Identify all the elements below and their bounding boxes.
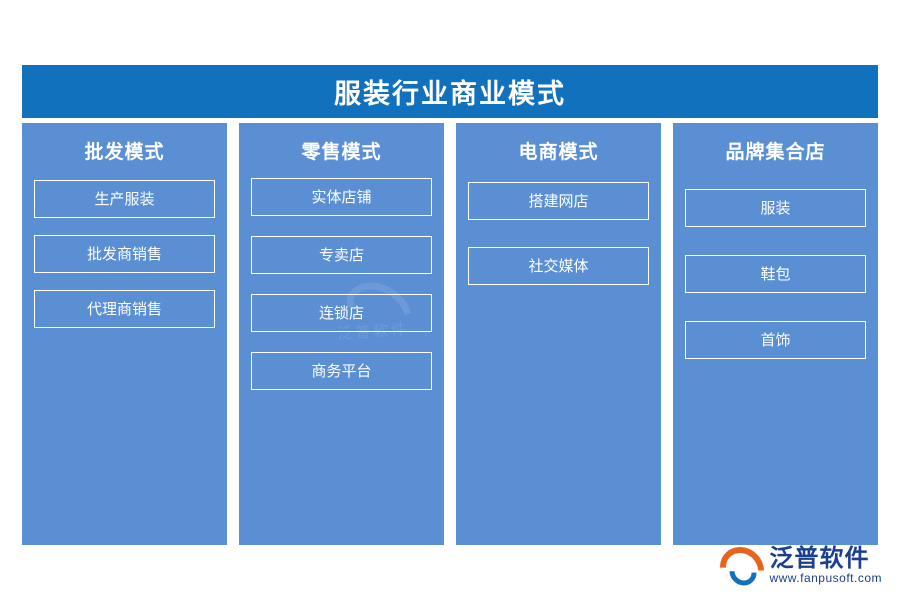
diagram-columns: 批发模式 生产服装 批发商销售 代理商销售 零售模式 实体店铺 专卖店 连锁店 … [22,123,878,545]
column-item: 搭建网店 [468,182,649,220]
column-title: 批发模式 [84,142,165,163]
column-item: 社交媒体 [468,247,649,285]
column-item: 代理商销售 [34,290,215,328]
logo-text-block: 泛普软件 www.fanpusoft.com [769,546,882,586]
column-title: 零售模式 [301,142,382,163]
logo-url: www.fanpusoft.com [769,571,882,586]
page-title: 服装行业商业模式 [334,79,566,109]
column-title: 电商模式 [518,142,599,163]
column-item: 专卖店 [251,236,432,274]
column-item: 连锁店 [251,294,432,332]
column-item: 鞋包 [685,255,866,293]
diagram-title-bar: 服装行业商业模式 [22,65,878,118]
brand-logo: 泛普软件 www.fanpusoft.com [711,537,882,600]
column-item: 首饰 [685,321,866,359]
column-item: 生产服装 [34,180,215,218]
column-item: 服装 [685,189,866,227]
column-item: 商务平台 [251,352,432,390]
column-wholesale: 批发模式 生产服装 批发商销售 代理商销售 [22,123,227,545]
diagram-container: 服装行业商业模式 批发模式 生产服装 批发商销售 代理商销售 零售模式 实体店铺… [22,65,878,545]
logo-swoosh-icon [711,537,774,600]
logo-name: 泛普软件 [769,546,870,573]
column-retail: 零售模式 实体店铺 专卖店 连锁店 商务平台 [239,123,444,545]
column-item: 批发商销售 [34,235,215,273]
column-brand-store: 品牌集合店 服装 鞋包 首饰 [673,123,878,545]
column-item: 实体店铺 [251,178,432,216]
column-ecommerce: 电商模式 搭建网店 社交媒体 [456,123,661,545]
column-title: 品牌集合店 [725,142,826,163]
